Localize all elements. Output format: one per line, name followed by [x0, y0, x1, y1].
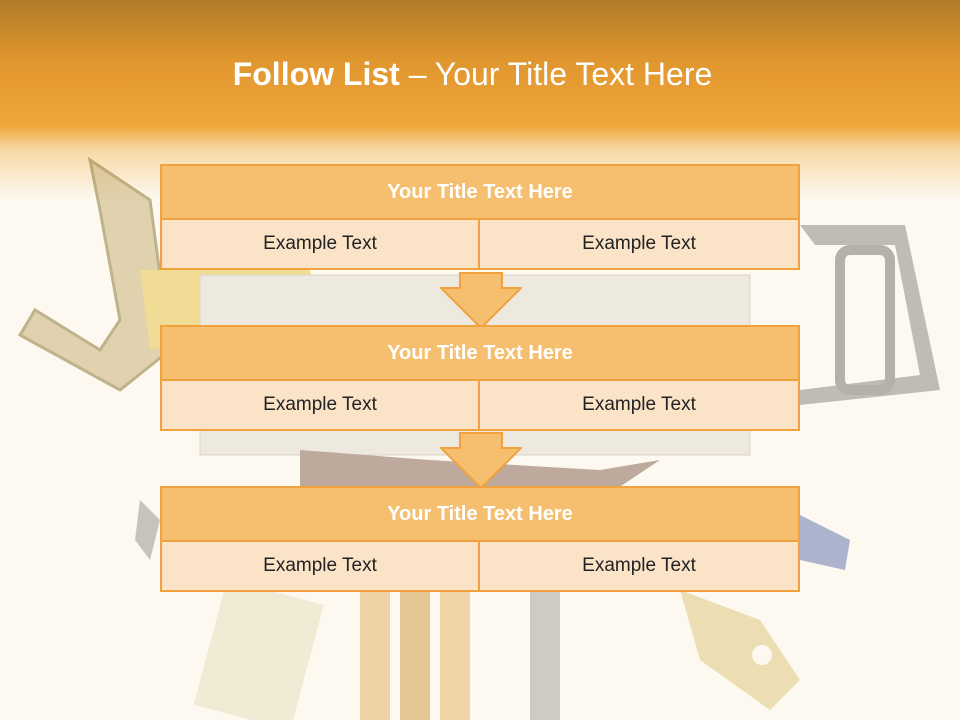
block-row: Example Text Example Text: [160, 381, 800, 431]
block-cell-right: Example Text: [478, 220, 800, 270]
list-block-1: Your Title Text Here Example Text Exampl…: [160, 164, 800, 270]
block-title: Your Title Text Here: [160, 486, 800, 542]
block-cell-left: Example Text: [160, 542, 480, 592]
title-bold: Follow List: [232, 56, 400, 92]
block-row: Example Text Example Text: [160, 542, 800, 592]
page-title: Follow List – Your Title Text Here: [0, 56, 945, 93]
down-arrow-icon: [440, 272, 522, 330]
block-cell-right: Example Text: [478, 381, 800, 431]
down-arrow-icon: [440, 432, 522, 490]
block-cell-left: Example Text: [160, 381, 480, 431]
block-title: Your Title Text Here: [160, 164, 800, 220]
list-block-2: Your Title Text Here Example Text Exampl…: [160, 325, 800, 431]
list-block-3: Your Title Text Here Example Text Exampl…: [160, 486, 800, 592]
tools-background-image: [17, 156, 940, 720]
block-cell-left: Example Text: [160, 220, 480, 270]
block-title: Your Title Text Here: [160, 325, 800, 381]
block-cell-right: Example Text: [478, 542, 800, 592]
title-rest: – Your Title Text Here: [399, 56, 713, 92]
block-row: Example Text Example Text: [160, 220, 800, 270]
